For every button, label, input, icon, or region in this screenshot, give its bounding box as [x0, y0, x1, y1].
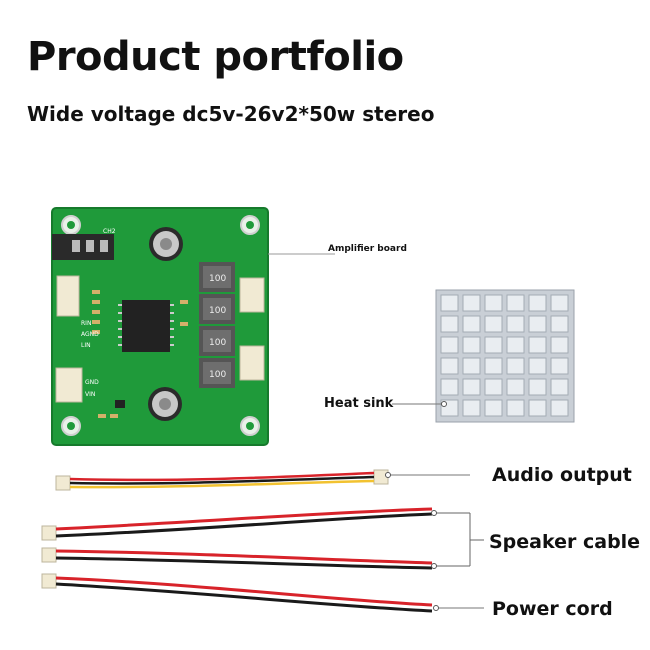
pin-label: GND	[85, 379, 99, 386]
heat-sink-fin	[506, 399, 525, 417]
heat-sink-fin	[550, 357, 569, 375]
heat-sink-fin	[528, 378, 547, 396]
heat-sink-fin	[462, 336, 481, 354]
heat-sink-fin	[528, 294, 547, 312]
heat-sink-fin	[462, 357, 481, 375]
heat-sink-image	[435, 289, 575, 423]
page-subtitle: Wide voltage dc5v-26v2*50w stereo	[27, 102, 435, 126]
heat-sink-fin	[484, 315, 503, 333]
heat-sink-fin	[462, 315, 481, 333]
inductor-label: 100	[209, 306, 226, 316]
heat-sink-fin	[550, 378, 569, 396]
heat-sink-fin	[506, 357, 525, 375]
heat-sink-fin	[528, 315, 547, 333]
amplifier-ic	[122, 300, 170, 352]
heat-sink-fin	[462, 294, 481, 312]
capacitor	[148, 227, 183, 421]
heat-sink-fin	[506, 378, 525, 396]
heat-sink-fin	[484, 378, 503, 396]
heat-sink-fin	[462, 399, 481, 417]
heat-sink-fin	[528, 357, 547, 375]
inductor-label: 100	[209, 338, 226, 348]
heat-sink-fin	[440, 378, 459, 396]
pin-label: AGND	[81, 331, 99, 338]
speaker-cable	[41, 507, 433, 570]
page-title: Product portfolio	[27, 34, 404, 80]
heat-sink-fin	[506, 315, 525, 333]
power-connector	[55, 367, 83, 403]
inductor-label: 100	[209, 370, 226, 380]
heat-sink-fin	[484, 399, 503, 417]
inductor-label: 100	[209, 274, 226, 284]
audio-output-cable	[55, 469, 389, 491]
heat-sink-fin	[506, 336, 525, 354]
speaker-cable-label: Speaker cable	[489, 531, 641, 553]
power-cord	[41, 573, 433, 613]
heat-sink-fin	[550, 315, 569, 333]
heat-sink-fin	[440, 336, 459, 354]
audio-output-label: Audio output	[492, 464, 632, 486]
heat-sink-fin	[440, 315, 459, 333]
heat-sink-fin	[440, 294, 459, 312]
heat-sink-fin	[528, 336, 547, 354]
heat-sink-fin	[462, 378, 481, 396]
heat-sink-fin	[506, 294, 525, 312]
heat-sink-fin	[550, 399, 569, 417]
speaker-connector-l	[239, 345, 265, 381]
heat-sink-label: Heat sink	[324, 396, 394, 411]
pin-label: VIN	[85, 391, 95, 398]
pin-label: RIN	[81, 320, 91, 327]
inductor-block	[199, 262, 235, 388]
heat-sink-fin	[550, 336, 569, 354]
amplifier-board-image: CH2 100 100 100 100	[51, 207, 269, 446]
heat-sink-fin	[484, 357, 503, 375]
pin-label: LIN	[81, 342, 91, 349]
heat-sink-fin	[440, 357, 459, 375]
heat-sink-fin	[550, 294, 569, 312]
heat-sink-fin	[484, 294, 503, 312]
heat-sink-fin	[528, 399, 547, 417]
ch2-label: CH2	[103, 228, 116, 235]
speaker-bracket	[434, 512, 484, 567]
heat-sink-fin	[484, 336, 503, 354]
power-cord-label: Power cord	[492, 598, 613, 620]
amplifier-board-label: Amplifier board	[328, 244, 407, 254]
speaker-connector-r	[239, 277, 265, 313]
input-connector	[56, 275, 80, 317]
